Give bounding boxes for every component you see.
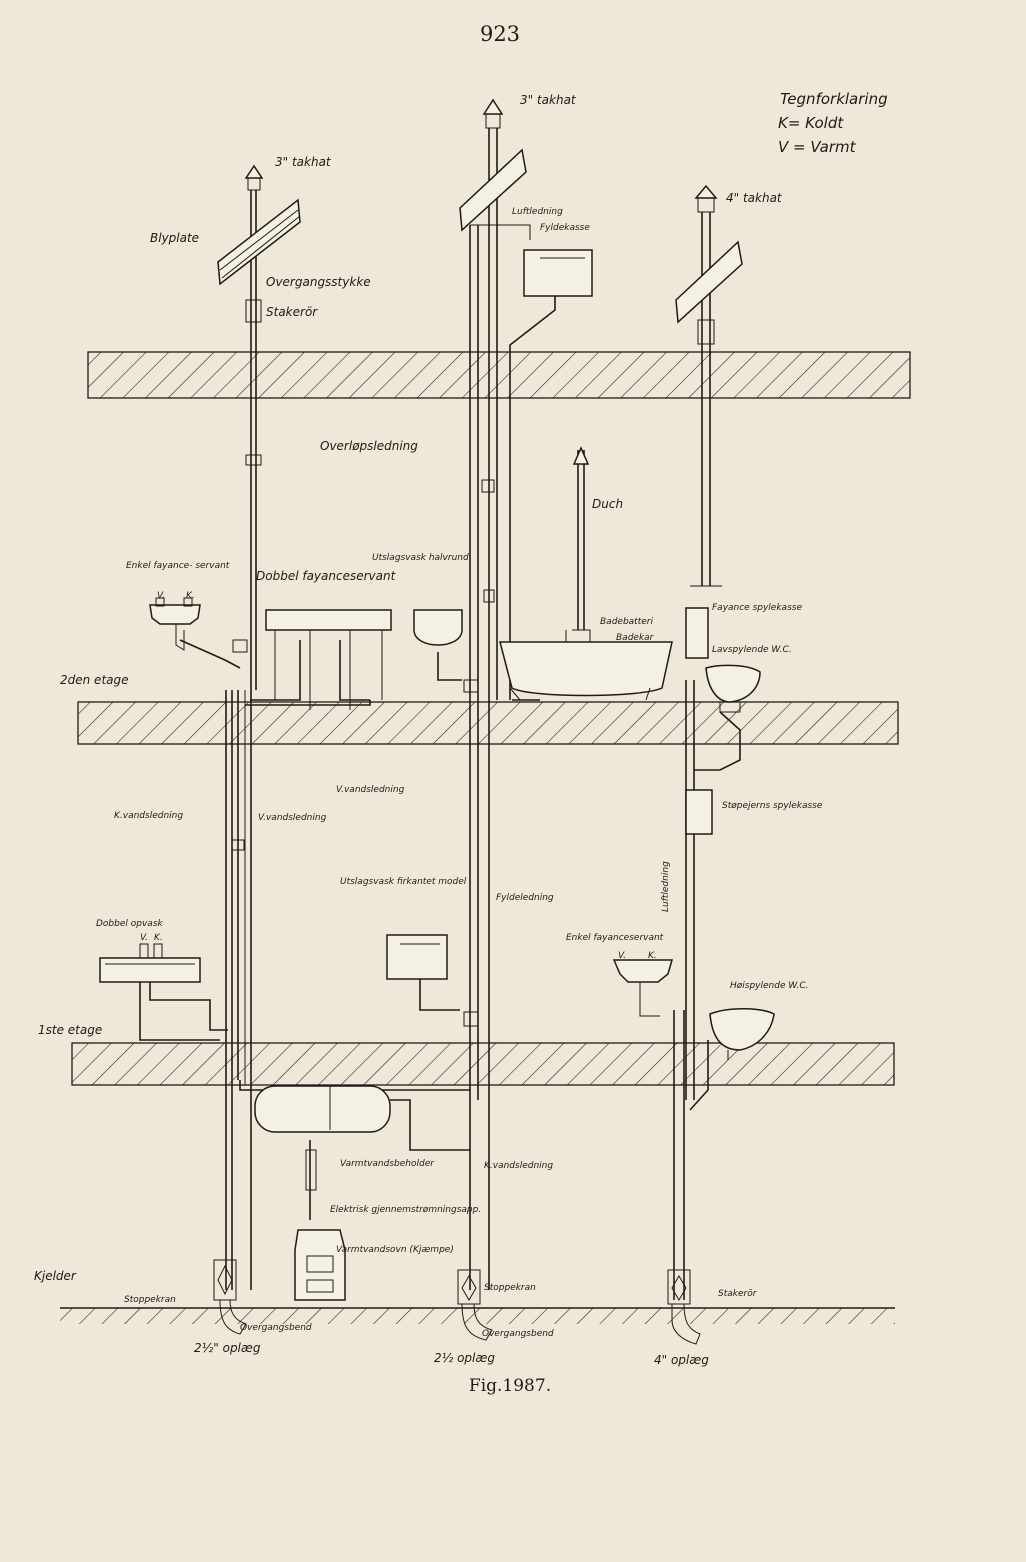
- label-middle-cold-line: K.vandsledning: [484, 1161, 553, 1171]
- label-shower: Duch: [592, 497, 623, 511]
- label-cold-line: K.vandsledning: [114, 811, 183, 821]
- label-fill-tank: Fyldekasse: [540, 223, 590, 233]
- label-fill-line: Fyldeledning: [496, 893, 554, 903]
- label-middle-bend: Overgangsbend: [482, 1329, 554, 1339]
- valve-v: V.: [140, 933, 148, 943]
- legend: Tegnforklaring K= Koldt V = Varmt: [778, 90, 888, 156]
- label-left-bend: Overgangsbend: [240, 1323, 312, 1333]
- label-right-cleanout: Stakerör: [718, 1289, 758, 1299]
- label-middle-roof-hat: 3" takhat: [520, 93, 577, 107]
- label-iron-tank: Støpejerns spylekasse: [722, 801, 823, 811]
- valve-v: V.: [618, 951, 626, 961]
- floor-label-first: 1ste etage: [38, 1023, 102, 1037]
- first-floor-slab: [71, 1042, 895, 1086]
- label-middle-warm-line: V.vandsledning: [336, 785, 405, 795]
- label-bath-mixer: Badebatteri: [600, 617, 653, 627]
- valve-k: K.: [154, 933, 163, 943]
- legend-cold: K= Koldt: [778, 114, 844, 132]
- label-left-stop-valve: Stoppekran: [124, 1295, 176, 1305]
- label-right-roof-hat: 4" takhat: [726, 191, 783, 205]
- label-middle-air-line: Luftledning: [512, 207, 563, 217]
- label-transition: Overgangsstykke: [266, 275, 371, 289]
- second-floor-slab: [77, 701, 899, 745]
- label-flow-heater: Elektrisk gjennemstrømningsapp.: [330, 1205, 481, 1215]
- label-lead-plate: Blyplate: [150, 231, 199, 245]
- label-right-air-line: Luftledning: [661, 861, 671, 912]
- middle-stack: [254, 98, 593, 1341]
- label-flush-tank: Fayance spylekasse: [712, 603, 802, 613]
- label-heater-tank: Varmtvandsbeholder: [340, 1159, 435, 1169]
- label-stove: Varmtvandsovn (Kjæmpe): [336, 1245, 454, 1255]
- label-slop-square: Utslagsvask firkantet model: [340, 877, 467, 887]
- label-overflow: Overløpsledning: [320, 439, 418, 453]
- page-number: 923: [479, 22, 521, 46]
- right-stack: [499, 184, 775, 1345]
- label-right-sink-single: Enkel fayanceservant: [566, 933, 664, 943]
- label-wash-double: Dobbel opvask: [96, 919, 164, 929]
- label-middle-stop-valve: Stoppekran: [484, 1283, 536, 1293]
- label-sink-double: Dobbel fayanceservant: [256, 569, 397, 583]
- upper-floor-slab: [87, 351, 911, 399]
- label-wc-high: Høispylende W.C.: [730, 981, 809, 991]
- valve-k: K.: [186, 591, 195, 601]
- valve-k: K.: [648, 951, 657, 961]
- valve-v: V.: [157, 591, 165, 601]
- floor-slabs: [60, 351, 911, 1324]
- floor-label-second: 2den etage: [60, 673, 129, 687]
- label-left-roof-hat: 3" takhat: [275, 155, 332, 169]
- label-left-outlet: 2½" oplæg: [194, 1341, 261, 1355]
- floor-label-basement: Kjelder: [34, 1269, 77, 1283]
- label-middle-outlet: 2½ oplæg: [434, 1351, 495, 1365]
- figure-caption: Fig.1987.: [468, 1376, 552, 1396]
- label-left-warm-line: V.vandsledning: [258, 813, 327, 823]
- label-wc-low: Lavspylende W.C.: [712, 645, 792, 655]
- label-slop-round: Utslagsvask halvrund: [372, 553, 469, 563]
- label-left-cleanout: Stakerör: [266, 305, 318, 319]
- label-bathtub: Badekar: [616, 633, 655, 643]
- left-stack: [99, 164, 470, 1335]
- label-right-outlet: 4" oplæg: [654, 1353, 709, 1367]
- legend-title: Tegnforklaring: [780, 90, 888, 108]
- legend-warm: V = Varmt: [778, 138, 857, 156]
- label-sink-single: Enkel fayance- servant: [126, 561, 230, 571]
